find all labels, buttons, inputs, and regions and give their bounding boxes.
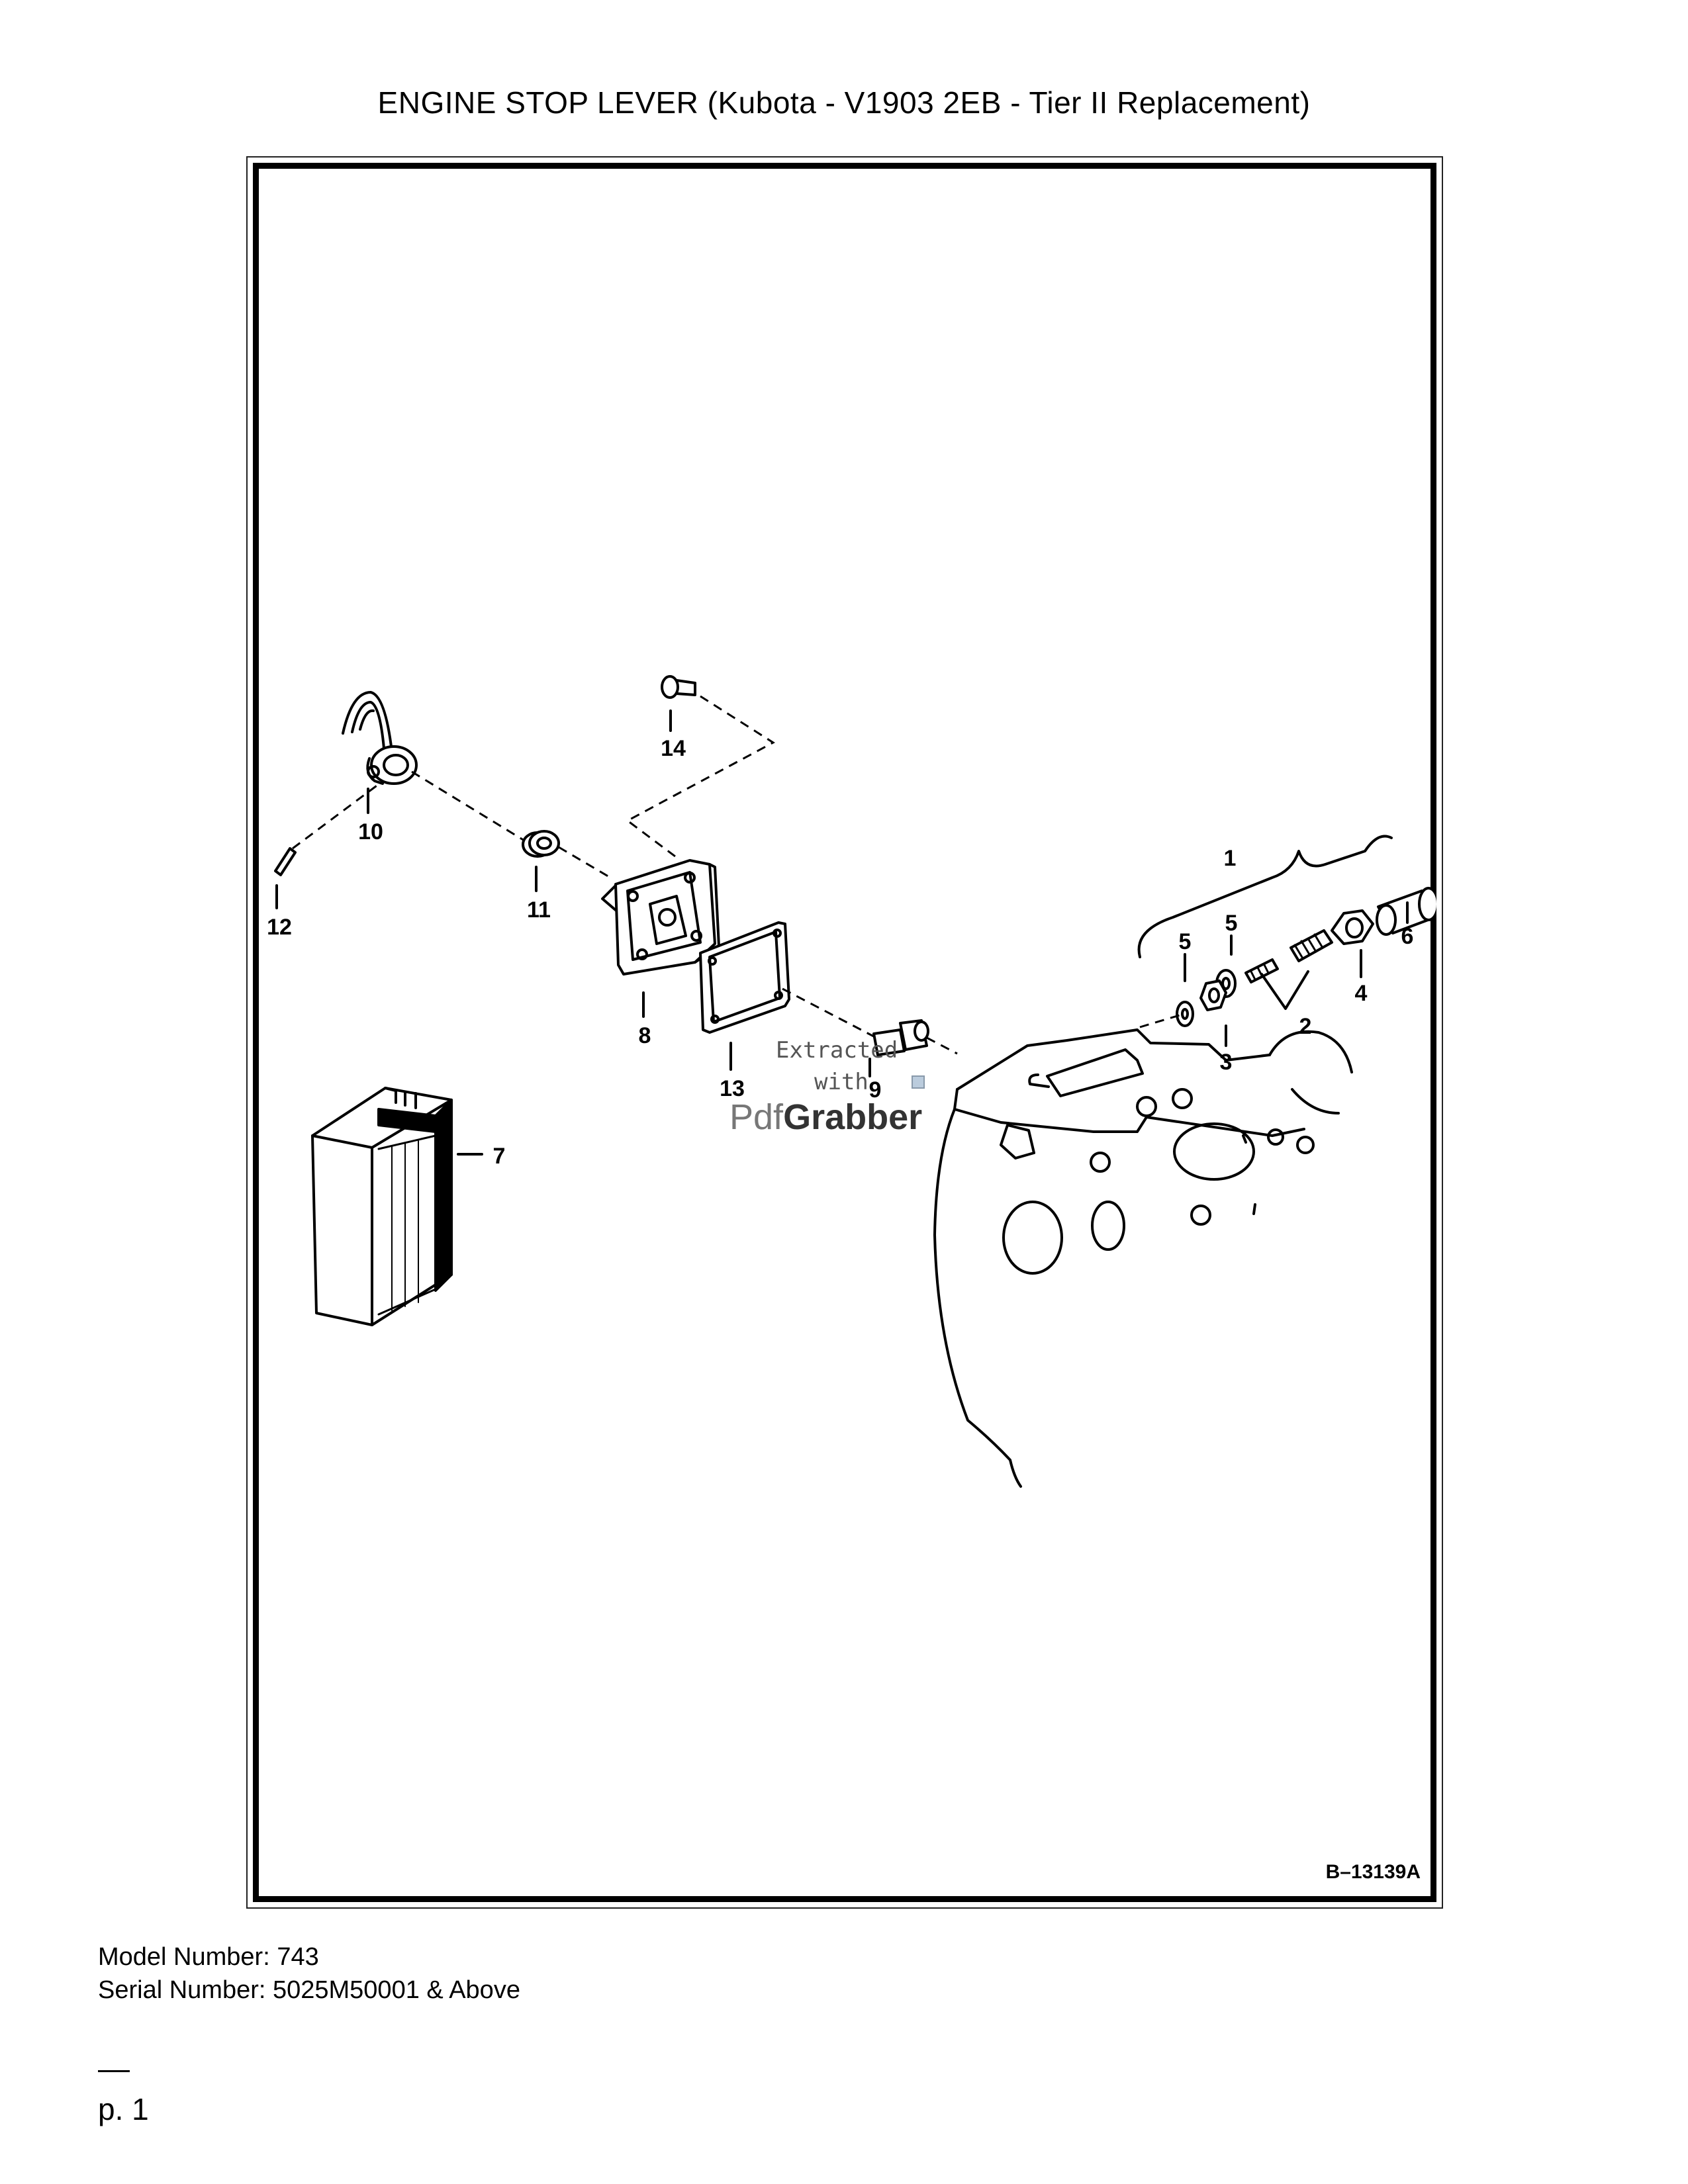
nut-part-4 (1331, 909, 1374, 945)
dashed-line-pin (292, 781, 382, 850)
callout-leaders (275, 709, 1409, 1156)
callout-14: 14 (661, 736, 686, 761)
callout-9: 9 (869, 1077, 882, 1103)
dashed-line-shaft (926, 1036, 958, 1055)
dashed-line-bushing (558, 846, 611, 879)
dashed-line-lever (411, 770, 525, 842)
cover-plate-part-8 (601, 859, 720, 976)
callout-5-upper: 5 (1225, 911, 1238, 936)
serial-number: Serial Number: 5025M50001 & Above (98, 1976, 520, 2004)
washer-part-5b (1176, 1001, 1194, 1027)
bolt-part-14 (661, 675, 696, 699)
callout-5-lower: 5 (1179, 929, 1192, 954)
stop-lever-part-10 (342, 691, 418, 785)
diagram-frame (253, 163, 1436, 1902)
shaft-part-9 (872, 1019, 929, 1056)
callout-11: 11 (527, 897, 551, 923)
nut-part-3 (1199, 979, 1227, 1011)
callout-13: 13 (720, 1076, 745, 1101)
callout-12: 12 (267, 915, 292, 940)
callout-6: 6 (1401, 924, 1414, 949)
model-number: Model Number: 743 (98, 1943, 319, 1971)
page-title: ENGINE STOP LEVER (Kubota - V1903 2EB - … (377, 85, 1311, 120)
dashed-line-gasket (782, 987, 874, 1038)
diagram-frame-outer (246, 156, 1443, 1909)
solenoid-part-7 (311, 1087, 453, 1326)
callout-7: 7 (493, 1144, 506, 1169)
bushing-part-11 (522, 830, 560, 858)
callout-2: 2 (1299, 1014, 1312, 1039)
watermark: Extracted with PdfGrabber (729, 1037, 925, 1137)
callout-4: 4 (1355, 981, 1368, 1006)
callout-3: 3 (1220, 1050, 1233, 1075)
engine-block (933, 1028, 1353, 1488)
watermark-line-2: with (814, 1069, 868, 1095)
pin-part-12 (274, 847, 297, 876)
watermark-logo-icon (912, 1075, 925, 1089)
exploded-parts-diagram: 14 10 12 11 8 13 9 7 1 5 5 6 4 2 3 B–131… (267, 675, 1436, 1883)
callout-1: 1 (1224, 846, 1237, 871)
callout-10: 10 (358, 819, 383, 844)
assembly-bracket-1 (1137, 835, 1393, 958)
gasket-part-13 (699, 921, 790, 1034)
page-number: p. 1 (98, 2092, 149, 2126)
spring-part-2 (1244, 929, 1333, 983)
footer-rule (98, 2070, 130, 2072)
watermark-brand: PdfGrabber (729, 1097, 922, 1137)
dashed-line-bolt (626, 695, 775, 862)
dashed-line-washers (1139, 1014, 1180, 1028)
drawing-number: B–13139A (1326, 1861, 1421, 1883)
callout-8: 8 (639, 1023, 651, 1048)
watermark-line-1: Extracted (776, 1037, 898, 1064)
bracket-part-2 (1260, 970, 1309, 1010)
